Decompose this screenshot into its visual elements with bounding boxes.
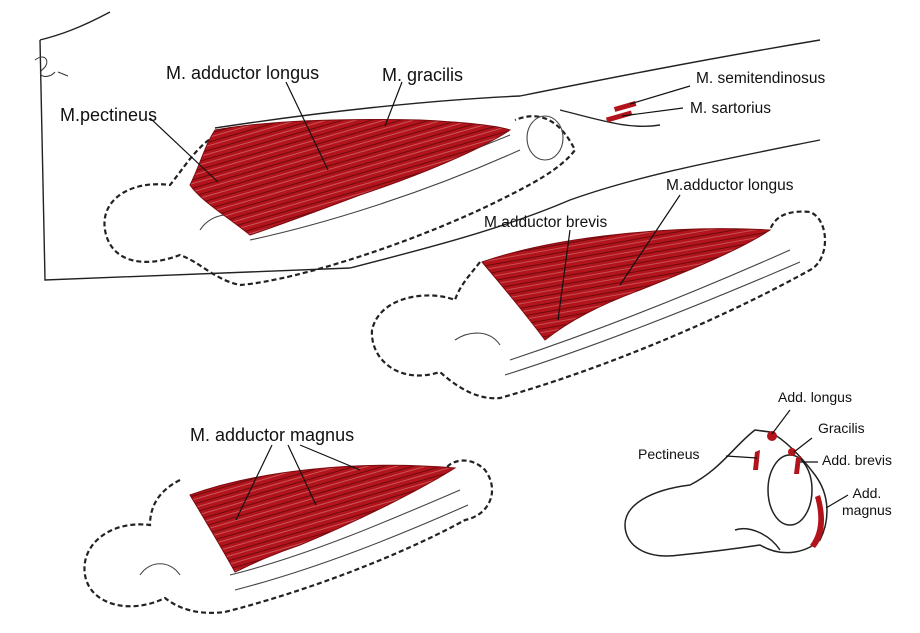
label-pectineus: M.pectineus [60, 106, 157, 124]
label-pelvis-add-magnus: Add. magnus [842, 485, 892, 519]
label-adductor-brevis: M.adductor brevis [484, 215, 607, 231]
bottom-adductor-magnus-muscle [190, 465, 455, 572]
top-tendon-marks [606, 101, 636, 122]
label-sartorius: M. sartorius [690, 101, 771, 117]
label-semitendinosus: M. semitendinosus [696, 71, 825, 87]
label-adductor-magnus: M. adductor magnus [190, 426, 354, 444]
label-pelvis-gracilis: Gracilis [818, 421, 865, 435]
label-gracilis: M. gracilis [382, 66, 463, 84]
label-pelvis-pectineus: Pectineus [638, 447, 699, 461]
middle-adductor-muscles [482, 229, 770, 340]
label-pelvis-add-longus: Add. longus [778, 390, 852, 404]
label-adductor-longus-mid: M.adductor longus [666, 178, 794, 194]
pelvis-attachment-marks [753, 431, 824, 548]
label-pelvis-add-brevis: Add. brevis [822, 453, 892, 467]
label-adductor-longus-top: M. adductor longus [166, 64, 319, 82]
